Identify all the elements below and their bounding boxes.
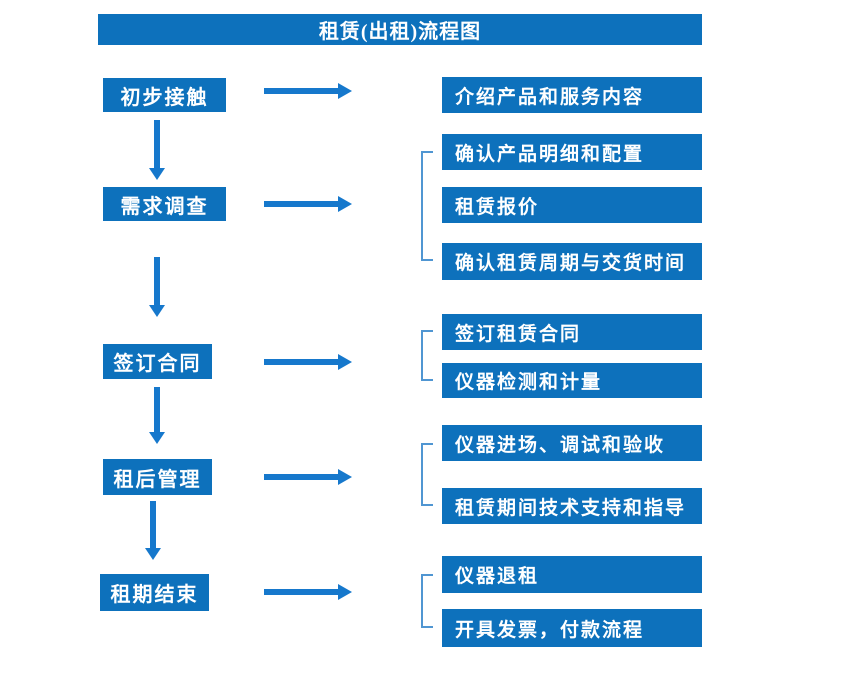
arrow-head (149, 305, 165, 317)
step-initial-contact: 初步接触 (103, 78, 226, 112)
output-box: 租赁报价 (442, 187, 702, 223)
bracket-connector (421, 330, 433, 381)
arrow-head (149, 168, 165, 180)
arrow-shaft (264, 359, 339, 365)
arrow-head (338, 83, 352, 99)
arrow-shaft (150, 501, 156, 549)
output-box: 签订租赁合同 (442, 314, 702, 350)
step-demand-survey: 需求调查 (103, 187, 226, 221)
arrow-down-icon (149, 257, 165, 317)
arrow-down-icon (145, 501, 161, 560)
arrow-head (338, 196, 352, 212)
arrow-right-icon (264, 354, 352, 370)
arrow-head (145, 548, 161, 560)
arrow-shaft (154, 257, 160, 306)
arrow-shaft (264, 88, 339, 94)
output-box: 确认租赁周期与交货时间 (442, 243, 702, 280)
output-box: 确认产品明细和配置 (442, 134, 702, 170)
step-post-rental-management: 租后管理 (103, 459, 212, 495)
arrow-right-icon (264, 469, 352, 485)
bracket-connector (421, 443, 433, 506)
arrow-shaft (264, 201, 339, 207)
step-sign-contract: 签订合同 (103, 344, 212, 379)
output-box: 仪器检测和计量 (442, 363, 702, 398)
bracket-connector (421, 151, 433, 261)
page-title: 租赁(出租)流程图 (98, 14, 702, 45)
step-rental-end: 租期结束 (100, 574, 209, 611)
arrow-shaft (264, 474, 339, 480)
arrow-shaft (154, 120, 160, 169)
arrow-shaft (264, 589, 339, 595)
arrow-head (338, 469, 352, 485)
arrow-head (149, 432, 165, 444)
arrow-right-icon (264, 584, 352, 600)
output-box: 介绍产品和服务内容 (442, 77, 702, 113)
arrow-head (338, 584, 352, 600)
arrow-down-icon (149, 387, 165, 444)
output-box: 租赁期间技术支持和指导 (442, 488, 702, 524)
arrow-right-icon (264, 83, 352, 99)
arrow-head (338, 354, 352, 370)
output-box: 仪器退租 (442, 556, 702, 593)
output-box: 仪器进场、调试和验收 (442, 425, 702, 461)
arrow-down-icon (149, 120, 165, 180)
bracket-connector (421, 574, 433, 628)
arrow-shaft (154, 387, 160, 433)
output-box: 开具发票，付款流程 (442, 609, 702, 647)
arrow-right-icon (264, 196, 352, 212)
